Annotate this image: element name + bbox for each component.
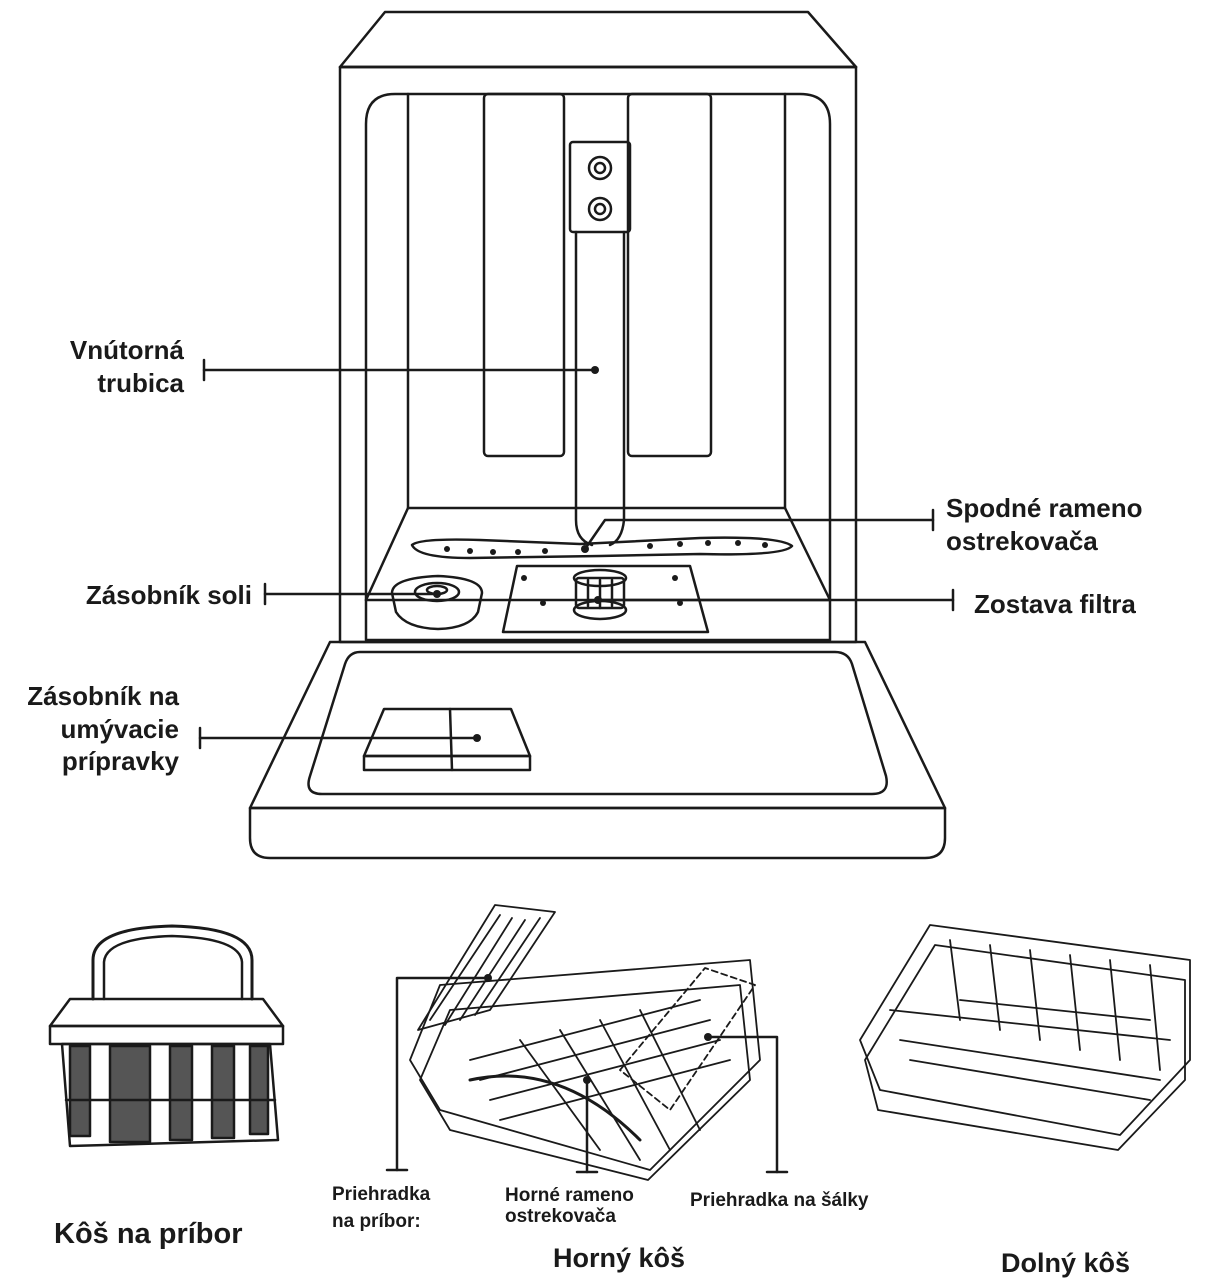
- label-lower-spray-arm-line2: ostrekovača: [946, 525, 1098, 556]
- label-inner-tube: Vnútorná trubica: [30, 334, 184, 399]
- caption-upper-basket: Horný kôš: [553, 1243, 686, 1273]
- label-detergent-line1: Zásobník na: [27, 681, 179, 711]
- label-upper-spray-arm: Horné rameno ostrekovača: [505, 1185, 634, 1228]
- label-cutlery-tray-line2: na príbor:: [332, 1210, 421, 1232]
- cutlery-basket-drawing: [48, 924, 285, 1148]
- caption-cutlery-basket: Kôš na príbor: [54, 1218, 243, 1250]
- label-upper-spray-arm-line2: ostrekovača: [505, 1205, 616, 1227]
- inner-tube: [568, 140, 632, 547]
- label-lower-spray-arm-line1: Spodné rameno: [946, 493, 1143, 523]
- label-detergent-line2: umývacie: [60, 713, 179, 744]
- detergent-dispenser: [362, 707, 532, 772]
- label-lower-spray-arm: Spodné rameno ostrekovača: [946, 492, 1142, 557]
- label-cutlery-tray-line1: Priehradka: [332, 1184, 431, 1205]
- label-filter-assembly: Zostava filtra: [974, 589, 1136, 619]
- dishwasher-door: [248, 640, 947, 860]
- label-cup-shelf: Priehradka na šálky: [690, 1190, 869, 1211]
- label-cutlery-tray: Priehradka na príbor:: [332, 1184, 431, 1233]
- leader-dots: [433, 366, 712, 1084]
- dishwasher-body: [338, 10, 858, 644]
- label-inner-tube-line2: trubica: [97, 367, 184, 398]
- label-detergent-dispenser: Zásobník na umývacie prípravky: [5, 680, 179, 778]
- caption-lower-basket: Dolný kôš: [1001, 1248, 1131, 1278]
- label-detergent-line3: prípravky: [61, 746, 179, 776]
- label-salt-container: Zásobník soli: [85, 580, 252, 610]
- leader-lines: [198, 358, 955, 1174]
- label-inner-tube-line1: Vnútorná: [69, 335, 184, 365]
- label-upper-spray-arm-line1: Horné rameno: [505, 1185, 634, 1206]
- upper-basket-drawing: [409, 904, 761, 1181]
- lower-basket-drawing: [859, 924, 1191, 1151]
- salt-container-cap: [390, 574, 484, 631]
- lower-spray-arm: [410, 536, 794, 560]
